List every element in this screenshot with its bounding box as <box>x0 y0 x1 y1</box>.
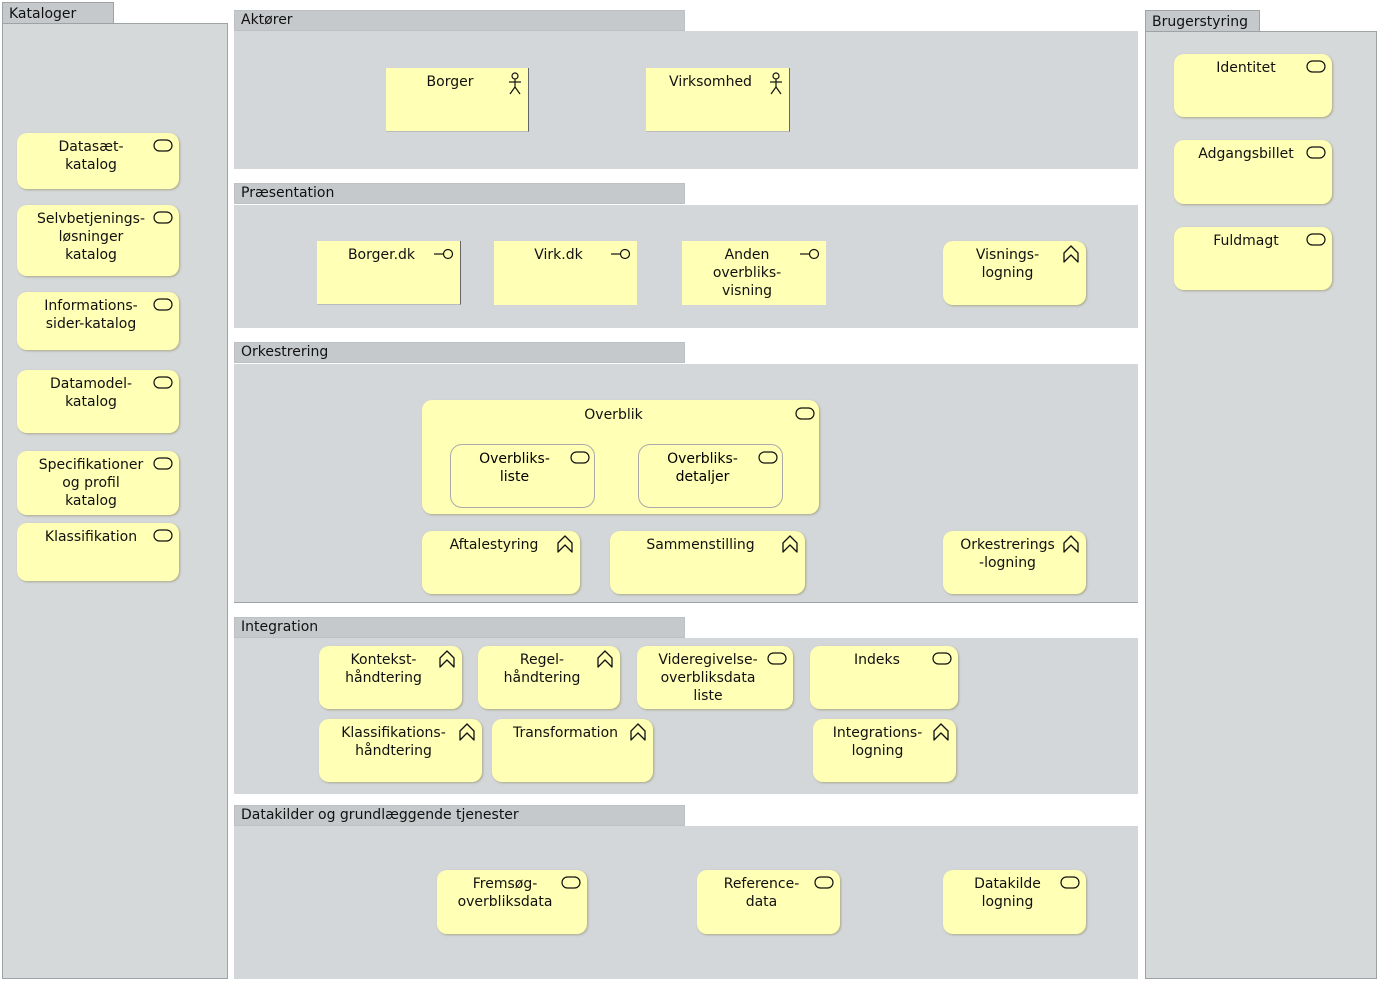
katalog-specifikationer-label: Specifikationer og profil katalog <box>38 457 144 509</box>
function-icon <box>596 650 614 668</box>
service-icon <box>1060 875 1080 889</box>
service-icon <box>795 406 815 420</box>
actor-icon <box>768 72 784 96</box>
katalog-klassifikation[interactable]: Klassifikation <box>17 523 179 581</box>
interface-virk-dk-label: Virk.dk <box>534 247 583 263</box>
katalog-informationssider-label: Informations- sider-katalog <box>44 298 138 332</box>
service-datakilde-logning[interactable]: Datakilde logning <box>943 870 1086 934</box>
function-sammenstilling-label: Sammenstilling <box>646 537 755 553</box>
function-klassifikationshaandtering[interactable]: Klassifikations- håndtering <box>319 719 482 782</box>
function-visningslogning[interactable]: Visnings- logning <box>943 241 1086 305</box>
service-indeks-label: Indeks <box>854 652 900 668</box>
function-icon <box>629 723 647 741</box>
interface-borger-dk-label: Borger.dk <box>347 247 416 263</box>
kataloger-tab: Kataloger <box>2 2 114 24</box>
service-fuldmagt[interactable]: Fuldmagt <box>1174 227 1332 290</box>
service-referencedata[interactable]: Reference- data <box>697 870 840 934</box>
katalog-datamodel[interactable]: Datamodel- katalog <box>17 370 179 433</box>
service-referencedata-label: Reference- data <box>723 876 800 910</box>
function-icon <box>458 723 476 741</box>
function-transformation[interactable]: Transformation <box>492 719 653 782</box>
service-icon <box>153 375 173 389</box>
service-videregivelse-label: Videregivelse- overbliksdata liste <box>658 652 758 704</box>
service-overbliksdetaljer-label: Overbliks- detaljer <box>667 451 738 485</box>
function-icon <box>556 535 574 553</box>
service-icon <box>758 450 778 464</box>
function-aftalestyring[interactable]: Aftalestyring <box>422 531 580 594</box>
service-icon <box>570 450 590 464</box>
service-videregivelse[interactable]: Videregivelse- overbliksdata liste <box>637 646 793 709</box>
service-overbliksdetaljer[interactable]: Overbliks- detaljer <box>638 444 783 508</box>
function-icon <box>1062 535 1080 553</box>
service-icon <box>1306 145 1326 159</box>
interface-virk-dk[interactable]: Virk.dk <box>494 241 637 305</box>
interface-anden-overbliksvisning-label: Anden overbliks- visning <box>712 247 782 299</box>
function-konteksthaandtering[interactable]: Kontekst- håndtering <box>319 646 462 709</box>
service-icon <box>767 651 787 665</box>
service-icon <box>153 210 173 224</box>
interface-icon <box>611 246 631 260</box>
function-visningslogning-label: Visnings- logning <box>975 247 1040 281</box>
function-regelhaandtering-label: Regel- håndtering <box>503 652 581 686</box>
orkestrering-tab: Orkestrering <box>234 342 685 363</box>
function-transformation-label: Transformation <box>512 725 619 741</box>
service-icon <box>561 875 581 889</box>
service-icon <box>153 297 173 311</box>
katalog-klassifikation-label: Klassifikation <box>44 529 138 545</box>
function-aftalestyring-label: Aftalestyring <box>449 537 539 553</box>
function-integrationslogning[interactable]: Integrations- logning <box>813 719 956 782</box>
function-icon <box>1062 245 1080 263</box>
aktorer-tab: Aktører <box>234 10 685 31</box>
interface-borger-dk[interactable]: Borger.dk <box>317 241 461 305</box>
service-adgangsbillet-label: Adgangsbillet <box>1198 146 1294 162</box>
service-fremsoeg-overbliksdata[interactable]: Fremsøg- overbliksdata <box>437 870 587 934</box>
interface-icon <box>434 246 454 260</box>
service-icon <box>153 138 173 152</box>
katalog-informationssider[interactable]: Informations- sider-katalog <box>17 292 179 350</box>
service-icon <box>153 528 173 542</box>
service-identitet-label: Identitet <box>1216 60 1276 76</box>
function-orkestreringslogning[interactable]: Orkestrerings -logning <box>943 531 1086 594</box>
service-identitet[interactable]: Identitet <box>1174 54 1332 117</box>
service-icon <box>153 456 173 470</box>
katalog-specifikationer[interactable]: Specifikationer og profil katalog <box>17 451 179 515</box>
function-konteksthaandtering-label: Kontekst- håndtering <box>345 652 422 686</box>
service-icon <box>814 875 834 889</box>
interface-anden-overbliksvisning[interactable]: Anden overbliks- visning <box>682 241 826 305</box>
katalog-datasaet[interactable]: Datasæt- katalog <box>17 133 179 189</box>
function-orkestreringslogning-label: Orkestrerings -logning <box>960 537 1055 571</box>
function-integrationslogning-label: Integrations- logning <box>832 725 923 759</box>
service-datakilde-logning-label: Datakilde logning <box>974 876 1041 910</box>
actor-icon <box>507 72 523 96</box>
brugerstyring-tab: Brugerstyring <box>1145 10 1260 32</box>
service-fuldmagt-label: Fuldmagt <box>1213 233 1279 249</box>
katalog-datamodel-label: Datamodel- katalog <box>49 376 133 410</box>
katalog-selvbetjening-label: Selvbetjenings- løsninger katalog <box>36 211 146 263</box>
service-overbliksliste-label: Overbliks- liste <box>479 451 550 485</box>
function-icon <box>932 723 950 741</box>
katalog-selvbetjening[interactable]: Selvbetjenings- løsninger katalog <box>17 205 179 276</box>
actor-virksomhed-label: Virksomhed <box>669 74 752 90</box>
actor-virksomhed[interactable]: Virksomhed <box>646 68 790 132</box>
service-indeks[interactable]: Indeks <box>810 646 958 709</box>
service-overblik-label: Overblik <box>584 407 643 423</box>
actor-borger[interactable]: Borger <box>386 68 529 132</box>
function-icon <box>781 535 799 553</box>
service-overbliksliste[interactable]: Overbliks- liste <box>450 444 595 508</box>
integration-tab: Integration <box>234 617 685 638</box>
service-icon <box>1306 232 1326 246</box>
function-klassifikationshaandtering-label: Klassifikations- håndtering <box>341 725 446 759</box>
datakilder-tab: Datakilder og grundlæggende tjenester <box>234 805 685 826</box>
service-icon <box>1306 59 1326 73</box>
service-icon <box>932 651 952 665</box>
actor-borger-label: Borger <box>426 74 474 90</box>
service-fremsoeg-label: Fremsøg- overbliksdata <box>457 876 553 910</box>
interface-icon <box>800 246 820 260</box>
praesentation-tab: Præsentation <box>234 183 685 204</box>
function-icon <box>438 650 456 668</box>
katalog-datasaet-label: Datasæt- katalog <box>58 139 124 173</box>
service-adgangsbillet[interactable]: Adgangsbillet <box>1174 140 1332 204</box>
function-sammenstilling[interactable]: Sammenstilling <box>610 531 805 594</box>
function-regelhaandtering[interactable]: Regel- håndtering <box>478 646 620 709</box>
